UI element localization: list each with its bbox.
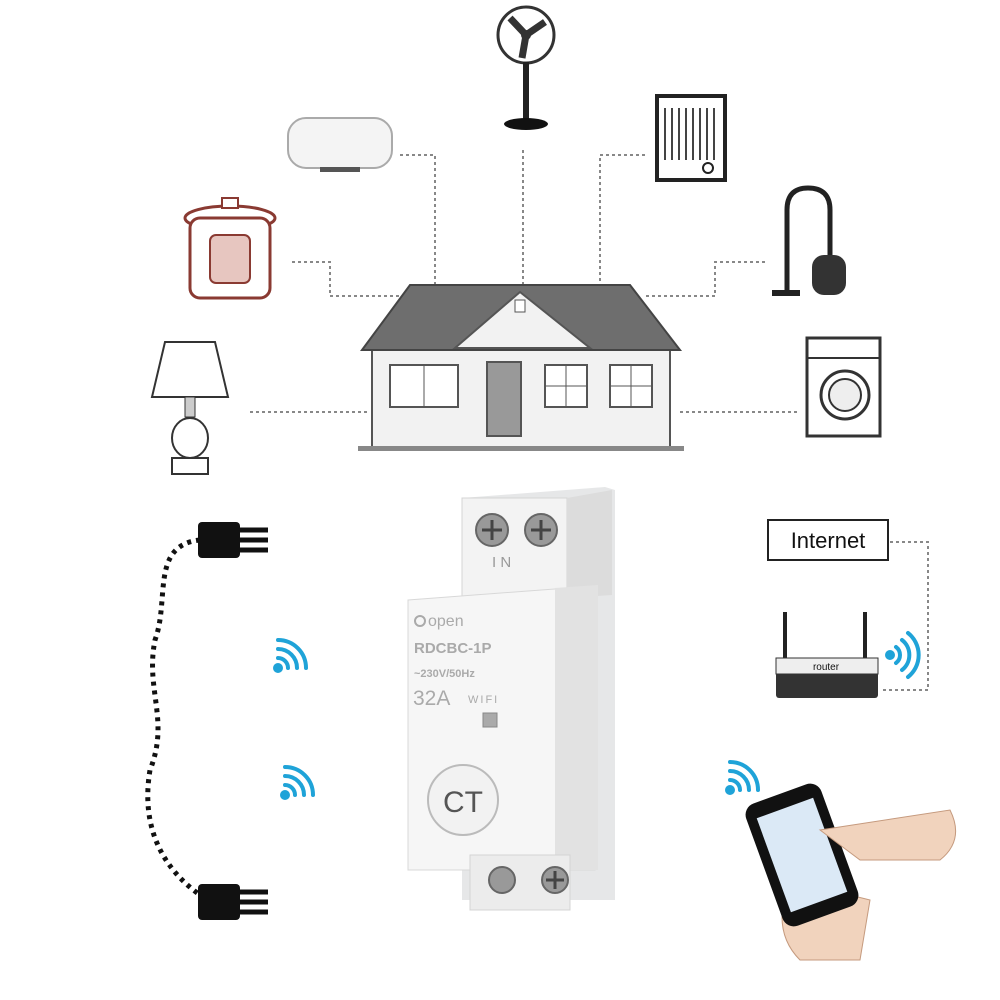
router-icon <box>775 612 879 698</box>
terminal-screw <box>488 866 516 894</box>
lamp-icon <box>150 341 230 475</box>
water-heater-icon <box>287 117 393 172</box>
brand-label: open <box>428 613 464 630</box>
terminal-screw <box>475 513 509 547</box>
heater-icon <box>655 94 727 182</box>
rice-cooker-icon <box>183 197 277 300</box>
plug-icon <box>198 522 268 558</box>
current-label: 32A <box>413 687 450 710</box>
cable <box>145 537 202 898</box>
internet-label: Internet <box>791 528 866 553</box>
terminal-screw <box>541 866 569 894</box>
terminal-label: I N <box>492 554 511 571</box>
model-label: RDCBC-1P <box>414 640 492 657</box>
internet-box <box>767 519 889 561</box>
toggle-button[interactable] <box>427 764 499 836</box>
ct-logo: CT <box>443 786 483 819</box>
voltage-label: ~230V/50Hz <box>414 668 475 680</box>
brand-logo-icon <box>414 615 426 627</box>
status-led <box>482 712 498 728</box>
smartphone-icon <box>745 783 957 961</box>
washing-machine-icon <box>805 336 882 438</box>
wifi-label: WIFI <box>468 694 499 706</box>
fan-icon <box>496 5 556 130</box>
plug-icon <box>198 884 268 920</box>
connection-lines <box>250 150 929 691</box>
vacuum-icon <box>772 185 846 296</box>
router-label: router <box>813 662 840 673</box>
wifi-icon <box>273 638 308 673</box>
wifi-icon <box>280 765 315 800</box>
house-icon <box>358 284 684 451</box>
wifi-icon <box>885 631 921 679</box>
terminal-screw <box>524 513 558 547</box>
circuit-breaker <box>407 487 615 911</box>
wifi-icon <box>725 760 760 795</box>
